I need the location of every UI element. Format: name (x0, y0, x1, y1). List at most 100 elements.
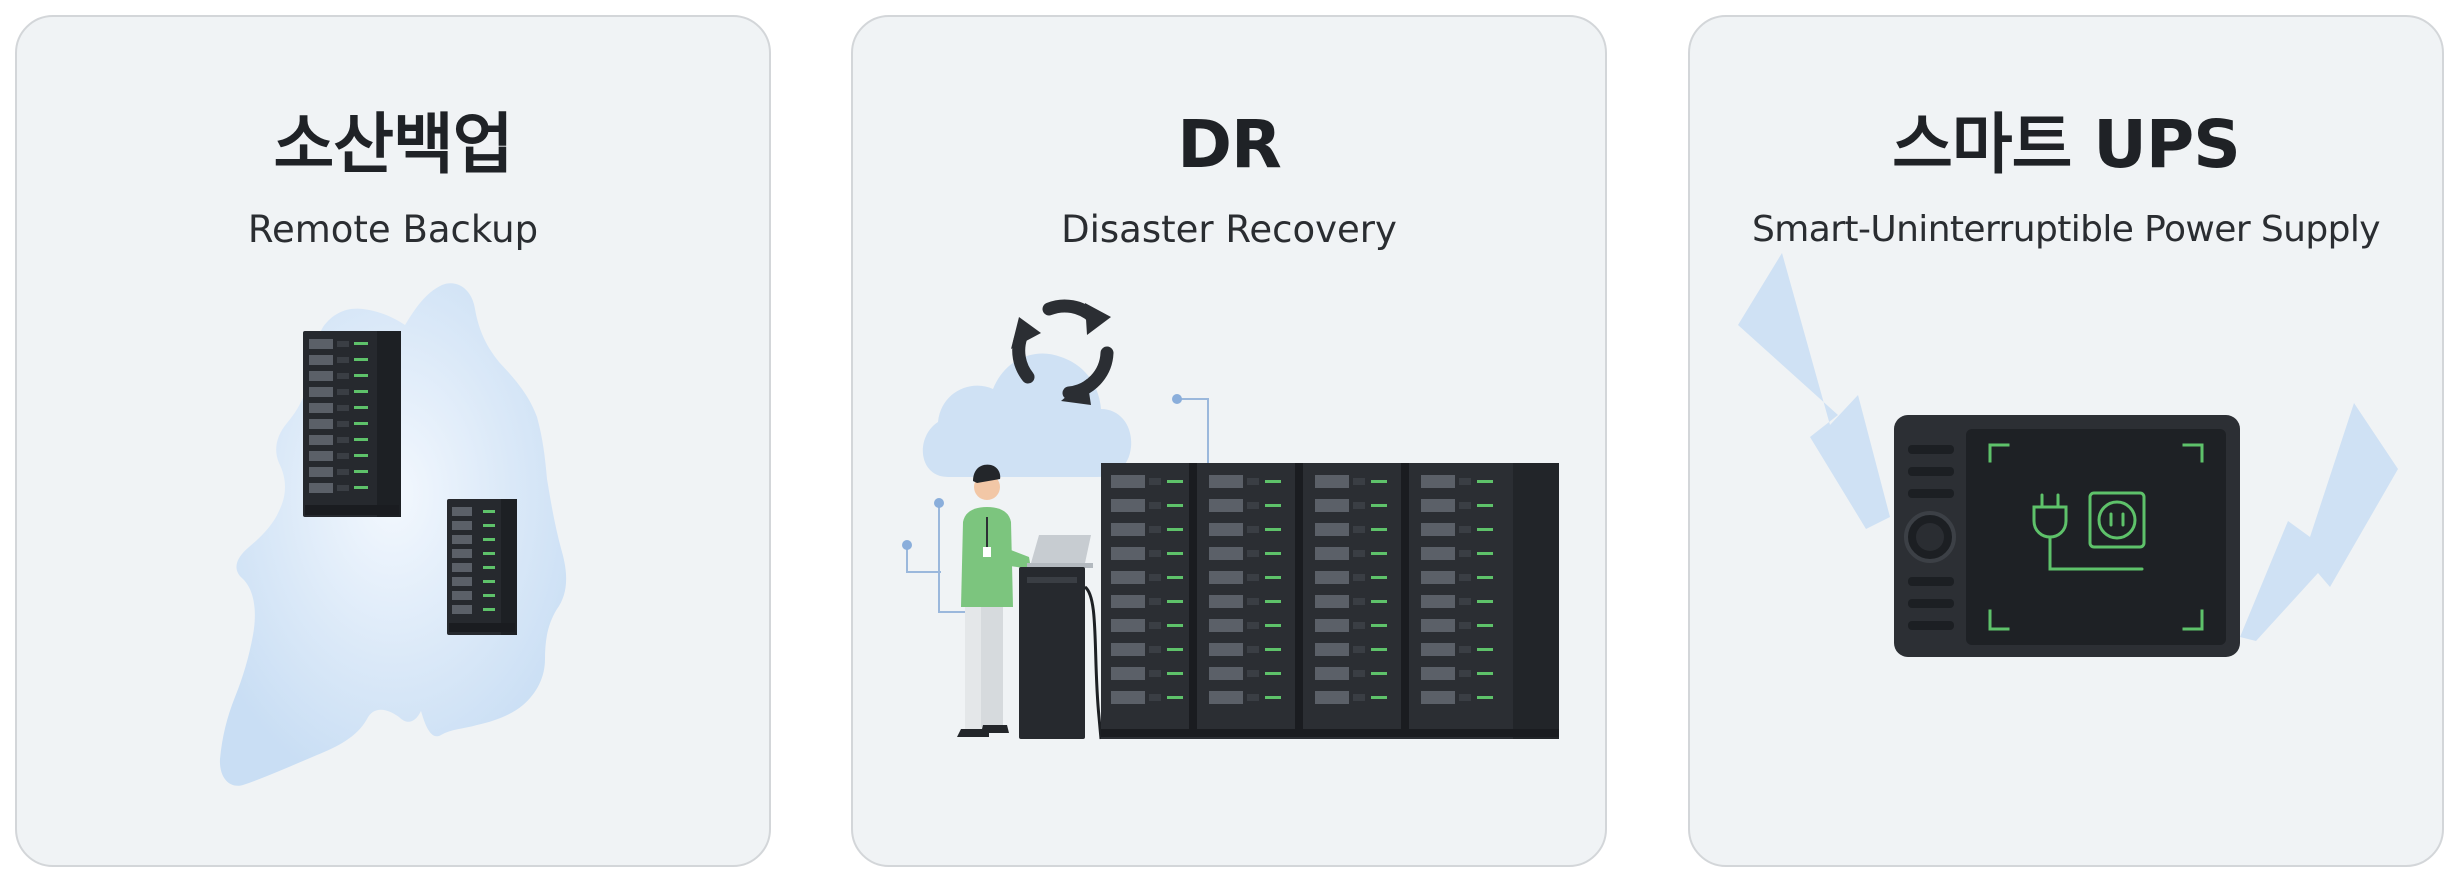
server-unit-slot (1149, 502, 1161, 509)
server-unit-grill (1209, 667, 1243, 680)
server-unit-grill (1315, 547, 1349, 560)
server-unit-grill (1209, 619, 1243, 632)
server-unit-slot (1353, 526, 1365, 533)
disaster-recovery-card[interactable]: DR Disaster Recovery (851, 15, 1607, 867)
server-unit-grill (1111, 667, 1145, 680)
server-status-led (1371, 600, 1387, 603)
server-unit-grill (1421, 667, 1455, 680)
server-unit-grill (1209, 499, 1243, 512)
server-status-led (1371, 552, 1387, 555)
server-unit-slot (1247, 526, 1259, 533)
server-status-led (1167, 696, 1183, 699)
server-rack-small (447, 499, 517, 635)
card-title: DR (1177, 106, 1282, 183)
server-status-led (1371, 648, 1387, 651)
server-status-led (1265, 528, 1281, 531)
server-unit-slot (1459, 550, 1471, 557)
server-unit-grill (1209, 547, 1243, 560)
server-status-led (1371, 624, 1387, 627)
server-status-led (1167, 648, 1183, 651)
server-unit-grill (1111, 475, 1145, 488)
server-unit-grill (1315, 571, 1349, 584)
server-unit-grill (1421, 475, 1455, 488)
card-subtitle: Disaster Recovery (1061, 208, 1397, 251)
server-unit-grill (1421, 499, 1455, 512)
podium (1019, 567, 1085, 739)
server-status-led (1477, 696, 1493, 699)
server-status-led (1371, 696, 1387, 699)
server-unit-slot (1459, 526, 1471, 533)
server-status-led (1477, 504, 1493, 507)
server-unit-slot (1459, 622, 1471, 629)
remote-backup-card[interactable]: 소산백업 Remote Backup (15, 15, 771, 867)
server-unit-grill (1315, 691, 1349, 704)
lightning-bolt-icon (2240, 403, 2398, 641)
server-unit-slot (1247, 622, 1259, 629)
server-unit-slot (1459, 574, 1471, 581)
server-unit-grill (1111, 595, 1145, 608)
server-unit-grill (1315, 619, 1349, 632)
server-unit-grill (1421, 571, 1455, 584)
server-unit-grill (1421, 547, 1455, 560)
server-unit-grill (1111, 619, 1145, 632)
server-status-led (1371, 480, 1387, 483)
server-unit-slot (1459, 478, 1471, 485)
server-status-led (1265, 600, 1281, 603)
server-unit-slot (1247, 550, 1259, 557)
server-status-led (1167, 672, 1183, 675)
server-status-led (1265, 552, 1281, 555)
server-unit-slot (1247, 598, 1259, 605)
server-status-led (1477, 600, 1493, 603)
card-subtitle: Remote Backup (247, 208, 539, 251)
server-unit-grill (1209, 691, 1243, 704)
server-unit-grill (1315, 643, 1349, 656)
server-unit-grill (1111, 499, 1145, 512)
server-unit-slot (1247, 646, 1259, 653)
server-status-led (1371, 528, 1387, 531)
server-status-led (1477, 672, 1493, 675)
server-status-led (1477, 624, 1493, 627)
server-unit-slot (1247, 694, 1259, 701)
server-status-led (1371, 576, 1387, 579)
server-unit-grill (1421, 523, 1455, 536)
server-unit-grill (1315, 499, 1349, 512)
server-status-led (1167, 552, 1183, 555)
server-unit-grill (1111, 571, 1145, 584)
server-status-led (1477, 552, 1493, 555)
server-racks-over-map-icon (219, 283, 567, 786)
server-unit-slot (1149, 526, 1161, 533)
server-unit-grill (1209, 475, 1243, 488)
server-unit-slot (1459, 646, 1471, 653)
server-unit-grill (1421, 691, 1455, 704)
server-unit-slot (1353, 550, 1365, 557)
server-status-led (1265, 648, 1281, 651)
server-unit-slot (1149, 646, 1161, 653)
server-status-led (1265, 672, 1281, 675)
server-unit-slot (1459, 502, 1471, 509)
datacenter-recovery-icon (902, 299, 1559, 740)
server-unit-slot (1149, 550, 1161, 557)
server-unit-grill (1209, 571, 1243, 584)
server-status-led (1167, 624, 1183, 627)
smart-ups-card[interactable]: 스마트 UPS Smart-Uninterruptible Power Supp… (1688, 15, 2444, 867)
server-unit-slot (1149, 598, 1161, 605)
server-status-led (1477, 480, 1493, 483)
server-status-led (1167, 504, 1183, 507)
server-unit-slot (1353, 478, 1365, 485)
server-unit-grill (1421, 643, 1455, 656)
server-unit-grill (1315, 667, 1349, 680)
server-status-led (1265, 480, 1281, 483)
server-unit-grill (1421, 595, 1455, 608)
engineer-figure (957, 464, 1093, 737)
server-unit-slot (1149, 670, 1161, 677)
server-unit-slot (1353, 598, 1365, 605)
server-unit-slot (1247, 502, 1259, 509)
server-unit-slot (1247, 574, 1259, 581)
server-status-led (1371, 504, 1387, 507)
server-unit-slot (1353, 646, 1365, 653)
server-status-led (1477, 528, 1493, 531)
server-unit-slot (1247, 670, 1259, 677)
server-status-led (1167, 600, 1183, 603)
server-unit-slot (1149, 478, 1161, 485)
server-unit-slot (1149, 574, 1161, 581)
